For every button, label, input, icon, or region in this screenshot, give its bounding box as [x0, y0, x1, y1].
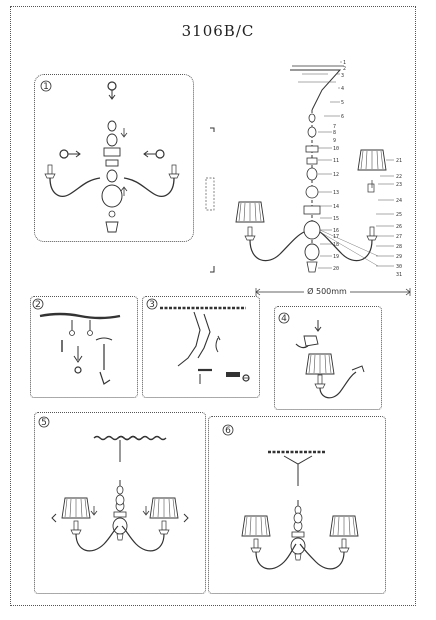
part-number-13: 13	[333, 190, 339, 196]
part-number-17: 17	[333, 234, 339, 240]
step-1-number: 1	[43, 82, 49, 92]
step-3-panel	[142, 296, 260, 398]
part-number-5: 5	[341, 100, 344, 106]
part-number-20: 20	[333, 266, 339, 272]
part-number-11: 11	[333, 158, 339, 164]
step-4-number: 4	[281, 314, 287, 324]
step-2-number: 2	[35, 300, 41, 310]
step-5-panel	[34, 412, 206, 594]
step-4-panel	[274, 306, 382, 410]
part-number-26: 26	[396, 224, 402, 230]
step-6-diagram: 6	[222, 424, 359, 570]
part-number-4: 4	[341, 86, 344, 92]
part-number-15: 15	[333, 216, 339, 222]
step-6-number: 6	[225, 426, 231, 436]
part-number-9: 9	[333, 138, 336, 144]
part-number-16: 16	[333, 228, 339, 234]
part-number-14: 14	[333, 204, 339, 210]
diameter-dimension: Ø 500mm	[307, 286, 347, 296]
instruction-sheet-border	[10, 6, 416, 606]
part-number-18: 18	[333, 242, 339, 248]
step-5-number: 5	[41, 418, 47, 428]
step-1-panel	[34, 74, 194, 242]
exploded-parts-view: Ø 500mm	[205, 61, 411, 297]
step-2-diagram: 2	[32, 298, 121, 385]
step-3-number: 3	[149, 300, 155, 310]
part-number-24: 24	[396, 198, 402, 204]
part-number-30: 30	[396, 264, 402, 270]
step-5-diagram: 5	[38, 416, 189, 552]
step-1-badge	[40, 80, 52, 92]
part-number-27: 27	[396, 234, 402, 240]
step-6-panel	[208, 416, 386, 594]
part-number-3: 3	[341, 73, 344, 79]
part-number-labels: 1 2 3 4 5 6 7 8 9 10 11 12 13 14 15 16 1…	[333, 60, 402, 278]
part-number-6: 6	[341, 114, 344, 120]
part-number-23: 23	[396, 182, 402, 188]
part-number-10: 10	[333, 146, 339, 152]
step-3-diagram: 3	[146, 298, 250, 384]
part-number-28: 28	[396, 244, 402, 250]
part-number-2: 2	[343, 66, 346, 72]
step-1-diagram: 1	[40, 80, 180, 233]
part-number-8: 8	[333, 130, 336, 136]
part-number-1: 1	[343, 60, 346, 66]
model-title: 3106B/C	[181, 22, 255, 40]
part-number-29: 29	[396, 254, 402, 260]
part-number-21: 21	[396, 158, 402, 164]
step-2-panel	[30, 296, 138, 398]
part-number-7: 7	[333, 124, 336, 130]
part-number-22: 22	[396, 174, 402, 180]
part-number-19: 19	[333, 254, 339, 260]
part-number-12: 12	[333, 172, 339, 178]
step-4-diagram: 4	[278, 312, 365, 399]
part-number-25: 25	[396, 212, 402, 218]
part-number-31: 31	[396, 272, 402, 278]
